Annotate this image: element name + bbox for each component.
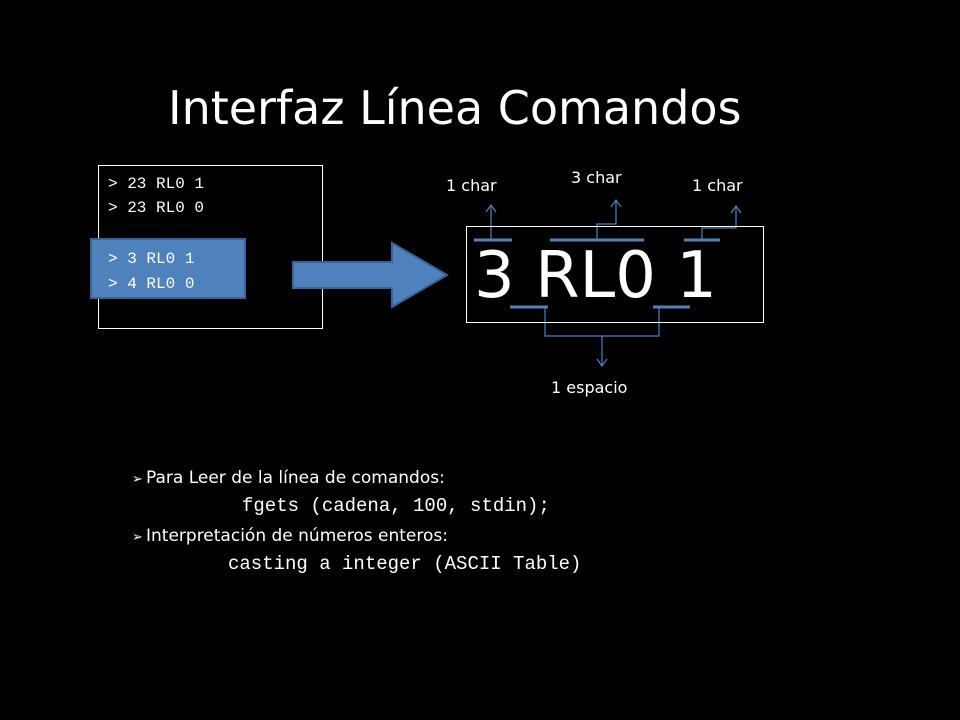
- terminal-line-1: > 23 RL0 1: [108, 175, 205, 193]
- bullet-item: ➢Para Leer de la línea de comandos:: [132, 466, 445, 492]
- terminal-line-2: > 23 RL0 0: [108, 199, 205, 217]
- command-text: 3 RL0 1: [474, 239, 717, 313]
- command-box: [466, 226, 764, 323]
- label-space: 1 espacio: [551, 378, 628, 397]
- bullet-code: fgets (cadena, 100, stdin);: [242, 495, 550, 517]
- slide-title: Interfaz Línea Comandos: [168, 81, 742, 135]
- label-middle-char: 3 char: [571, 168, 622, 187]
- connector-arrowheads: [485, 198, 742, 368]
- label-right-char: 1 char: [692, 176, 743, 195]
- terminal-highlight: [90, 238, 246, 299]
- terminal-line-3: > 3 RL0 1: [108, 250, 195, 268]
- triangle-bullet-icon: ➢: [132, 472, 143, 487]
- bullet-text: Interpretación de números enteros:: [146, 526, 448, 546]
- terminal-line-4: > 4 RL0 0: [108, 275, 195, 293]
- connector-lines: [490, 200, 737, 366]
- triangle-bullet-icon: ➢: [132, 530, 143, 545]
- bullet-item: ➢Interpretación de números enteros:: [132, 524, 448, 550]
- right-arrow-icon: [292, 241, 449, 309]
- bullet-code: casting a integer (ASCII Table): [228, 553, 582, 575]
- label-left-char: 1 char: [446, 176, 497, 195]
- bullet-text: Para Leer de la línea de comandos:: [146, 468, 445, 488]
